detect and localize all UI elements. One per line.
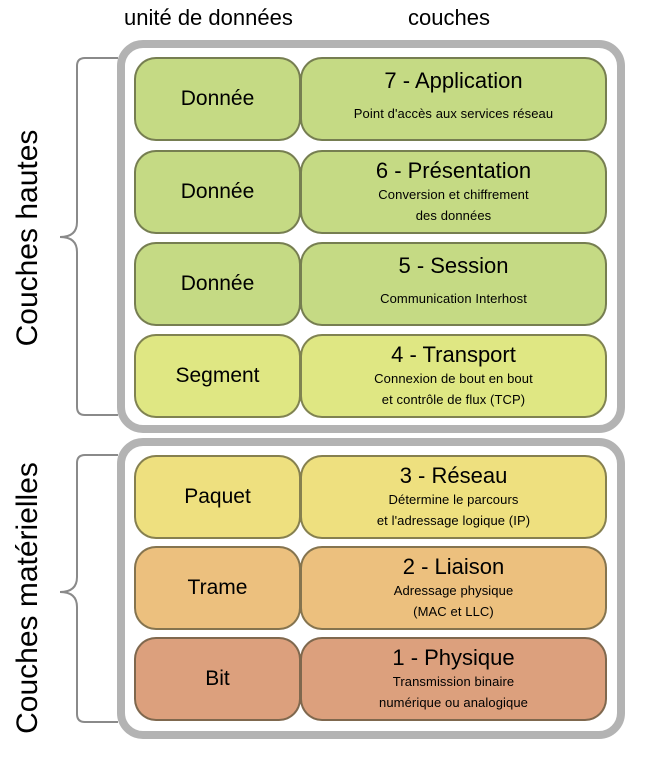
- data-unit-label: Donnée: [180, 87, 255, 110]
- layer-description: Connexion de bout en bout: [374, 371, 533, 386]
- layer-title: 3 - Réseau: [399, 463, 508, 488]
- data-unit-cell: Donnée: [134, 242, 301, 326]
- layer-description: Conversion et chiffrement: [378, 187, 529, 202]
- layer-title: 5 - Session: [398, 252, 509, 278]
- data-unit-label: Donnée: [180, 180, 255, 203]
- upper-layers-brace-icon: [59, 57, 118, 416]
- layer-cell-application: 7 - Application Point d'accès aux servic…: [300, 57, 607, 141]
- layer-cell-presentation: 6 - Présentation Conversion et chiffreme…: [300, 150, 607, 234]
- data-unit-label: Trame: [187, 576, 248, 599]
- data-unit-cell: Donnée: [134, 57, 301, 141]
- hardware-layers-brace-icon: [59, 454, 118, 723]
- data-unit-cell: Segment: [134, 334, 301, 418]
- hardware-layers-label: Couches matérielles: [11, 462, 44, 734]
- layer-description-line2: (MAC et LLC): [413, 604, 494, 619]
- upper-layers-label: Couches hautes: [11, 129, 44, 347]
- layer-title: 6 - Présentation: [375, 158, 532, 183]
- data-unit-label: Segment: [175, 364, 260, 387]
- layer-description-line2: et contrôle de flux (TCP): [381, 392, 526, 407]
- layer-description-line2: des données: [415, 208, 492, 223]
- data-unit-cell: Donnée: [134, 150, 301, 234]
- data-unit-cell: Bit: [134, 637, 301, 721]
- layer-description: Transmission binaire: [392, 674, 515, 689]
- data-unit-label: Bit: [205, 667, 230, 690]
- layer-cell-network: 3 - Réseau Détermine le parcours et l'ad…: [300, 455, 607, 539]
- unit-column-header: unité de données: [124, 5, 293, 30]
- layer-title: 7 - Application: [384, 67, 523, 93]
- layer-description-line2: numérique ou analogique: [378, 695, 529, 710]
- data-unit-label: Paquet: [184, 485, 251, 508]
- layer-description: Communication Interhost: [380, 290, 527, 306]
- layer-description: Détermine le parcours: [388, 492, 519, 507]
- layer-cell-physical: 1 - Physique Transmission binaire numéri…: [300, 637, 607, 721]
- data-unit-label: Donnée: [180, 272, 255, 295]
- layer-title: 2 - Liaison: [402, 554, 505, 579]
- layer-description-line2: et l'adressage logique (IP): [376, 513, 531, 528]
- layer-cell-data-link: 2 - Liaison Adressage physique (MAC et L…: [300, 546, 607, 630]
- data-unit-cell: Trame: [134, 546, 301, 630]
- layer-title: 4 - Transport: [391, 342, 516, 367]
- layer-description: Point d'accès aux services réseau: [353, 105, 554, 121]
- layer-title: 1 - Physique: [392, 645, 515, 670]
- data-unit-cell: Paquet: [134, 455, 301, 539]
- layer-description: Adressage physique: [393, 583, 514, 598]
- layer-column-header: couches: [408, 5, 490, 30]
- layer-cell-session: 5 - Session Communication Interhost: [300, 242, 607, 326]
- layer-cell-transport: 4 - Transport Connexion de bout en bout …: [300, 334, 607, 418]
